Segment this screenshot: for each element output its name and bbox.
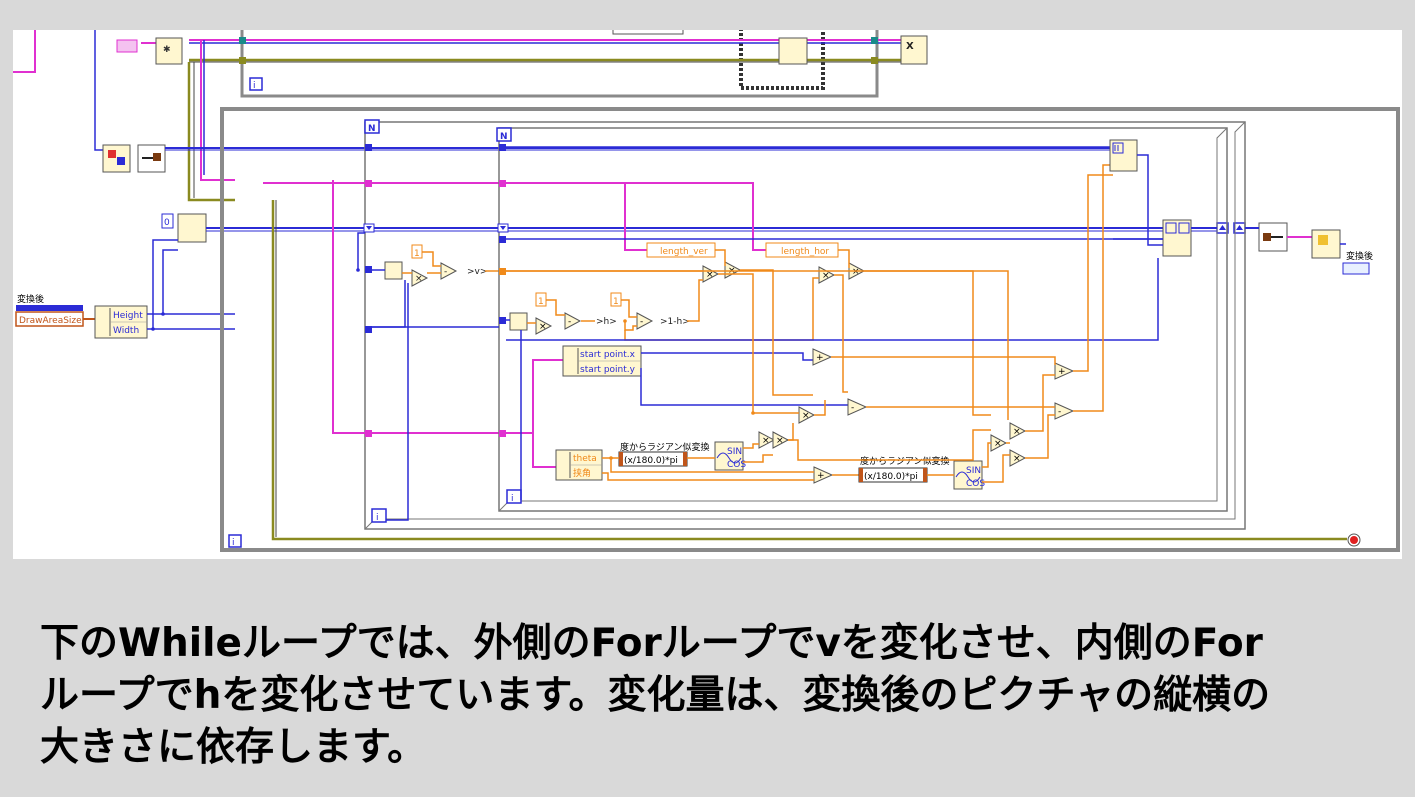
svg-text:+: + xyxy=(817,471,825,481)
n-terminal-outer: N xyxy=(368,124,376,134)
svg-text:+: + xyxy=(1058,367,1066,377)
svg-text:×: × xyxy=(539,322,547,332)
svg-text:-: - xyxy=(1058,407,1061,417)
caption-line-1: 下のWhileループでは、外側のForループでvを変化させ、内側のFor xyxy=(40,621,1263,666)
svg-text:-: - xyxy=(851,403,854,413)
svg-text:×: × xyxy=(802,411,810,421)
top-region: ✱ X i xyxy=(13,30,928,151)
formula-a: (x/180.0)*pi xyxy=(624,456,678,466)
svg-text:+: + xyxy=(816,353,824,363)
conv-after-label-left: 変換後 xyxy=(17,293,44,305)
outer-iteration-terminal: i xyxy=(376,513,379,523)
width-label: Width xyxy=(113,326,139,336)
svg-text:×: × xyxy=(776,436,784,446)
svg-text:×: × xyxy=(1013,427,1021,437)
caption-line-2: ループでhを変化させています。変化量は、変換後のピクチャの縦横の xyxy=(40,673,1271,718)
inner-iteration-terminal: i xyxy=(511,494,514,504)
start-y-label: start point.y xyxy=(580,365,636,375)
one-minus-h-label: >1-h> xyxy=(660,317,690,327)
block-diagram: ✱ X i 0 変換後 DrawAreaSize xyxy=(13,30,1402,559)
zero-constant: 0 xyxy=(164,218,170,228)
deg-to-rad-a-label: 度からラジアン似変換 xyxy=(620,441,709,453)
cos-label-a: COS xyxy=(727,460,746,470)
caption: 下のWhileループでは、外側のForループでvを変化させ、内側のFor ループ… xyxy=(40,618,1410,774)
one-constant-a: 1 xyxy=(414,249,420,259)
sin-label-a: SIN xyxy=(727,447,742,457)
n-terminal-inner: N xyxy=(500,132,508,142)
while-iteration-terminal: i xyxy=(232,538,235,548)
one-constant-c: 1 xyxy=(613,297,619,307)
while-loop: i 変換後 xyxy=(220,107,1400,552)
svg-text:-: - xyxy=(640,317,643,327)
outer-for-loop: N i × - >v> 1 xyxy=(263,119,1246,530)
sin-label-b: SIN xyxy=(966,466,981,476)
start-x-label: start point.x xyxy=(580,350,636,360)
svg-text:✱: ✱ xyxy=(163,45,171,55)
svg-text:-: - xyxy=(568,317,571,327)
deg-to-rad-b-label: 度からラジアン似変換 xyxy=(860,455,949,467)
v-label: >v> xyxy=(467,267,487,277)
svg-text:×: × xyxy=(1013,454,1021,464)
formula-b: (x/180.0)*pi xyxy=(864,472,918,482)
cos-label-b: COS xyxy=(966,479,985,489)
conv-after-label-right: 変換後 xyxy=(1346,250,1373,262)
length-hor-label: length_hor xyxy=(781,247,829,257)
height-label: Height xyxy=(113,311,143,321)
caption-line-3: 大きさに依存します。 xyxy=(40,725,427,770)
length-ver-label: length_ver xyxy=(660,247,708,257)
svg-text:×: × xyxy=(994,439,1002,449)
inner-for-loop: N i length_ver length_hor × × × × xyxy=(372,127,1259,512)
svg-text:×: × xyxy=(415,274,423,284)
h-label: >h> xyxy=(596,317,617,327)
theta-label: theta xyxy=(573,454,597,464)
svg-text:×: × xyxy=(822,271,830,281)
svg-text:×: × xyxy=(852,267,860,277)
svg-text:×: × xyxy=(706,270,714,280)
iteration-terminal: i xyxy=(253,81,256,91)
kyokaku-label: 挟角 xyxy=(573,467,591,479)
svg-text:×: × xyxy=(762,436,770,446)
draw-area-size-label: DrawAreaSize xyxy=(19,316,82,326)
one-constant-b: 1 xyxy=(538,297,544,307)
x-symbol: X xyxy=(906,41,914,52)
svg-text:-: - xyxy=(444,267,447,277)
